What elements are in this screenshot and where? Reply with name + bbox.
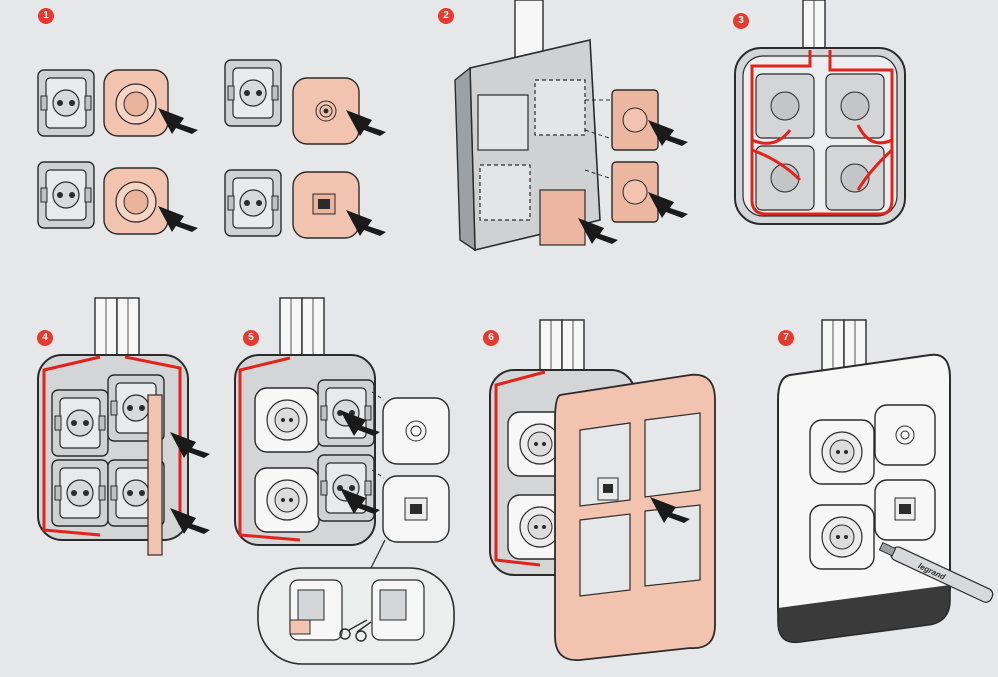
step-badge-5: 5 xyxy=(243,330,259,346)
step-badge-4: 4 xyxy=(37,330,53,346)
step-badge-6: 6 xyxy=(483,330,499,346)
step-badge-2: 2 xyxy=(438,8,454,24)
step-2-illustration xyxy=(454,0,688,252)
step-3-illustration xyxy=(734,0,906,225)
step-badge-3: 3 xyxy=(733,13,749,29)
step-4-illustration xyxy=(37,297,210,556)
step-7-illustration: legrand xyxy=(777,319,994,644)
step-6-illustration xyxy=(489,319,716,661)
step-badge-7: 7 xyxy=(778,330,794,346)
step-1-illustration xyxy=(37,59,386,239)
step-5-illustration xyxy=(234,297,455,665)
step-badge-1: 1 xyxy=(38,8,54,24)
